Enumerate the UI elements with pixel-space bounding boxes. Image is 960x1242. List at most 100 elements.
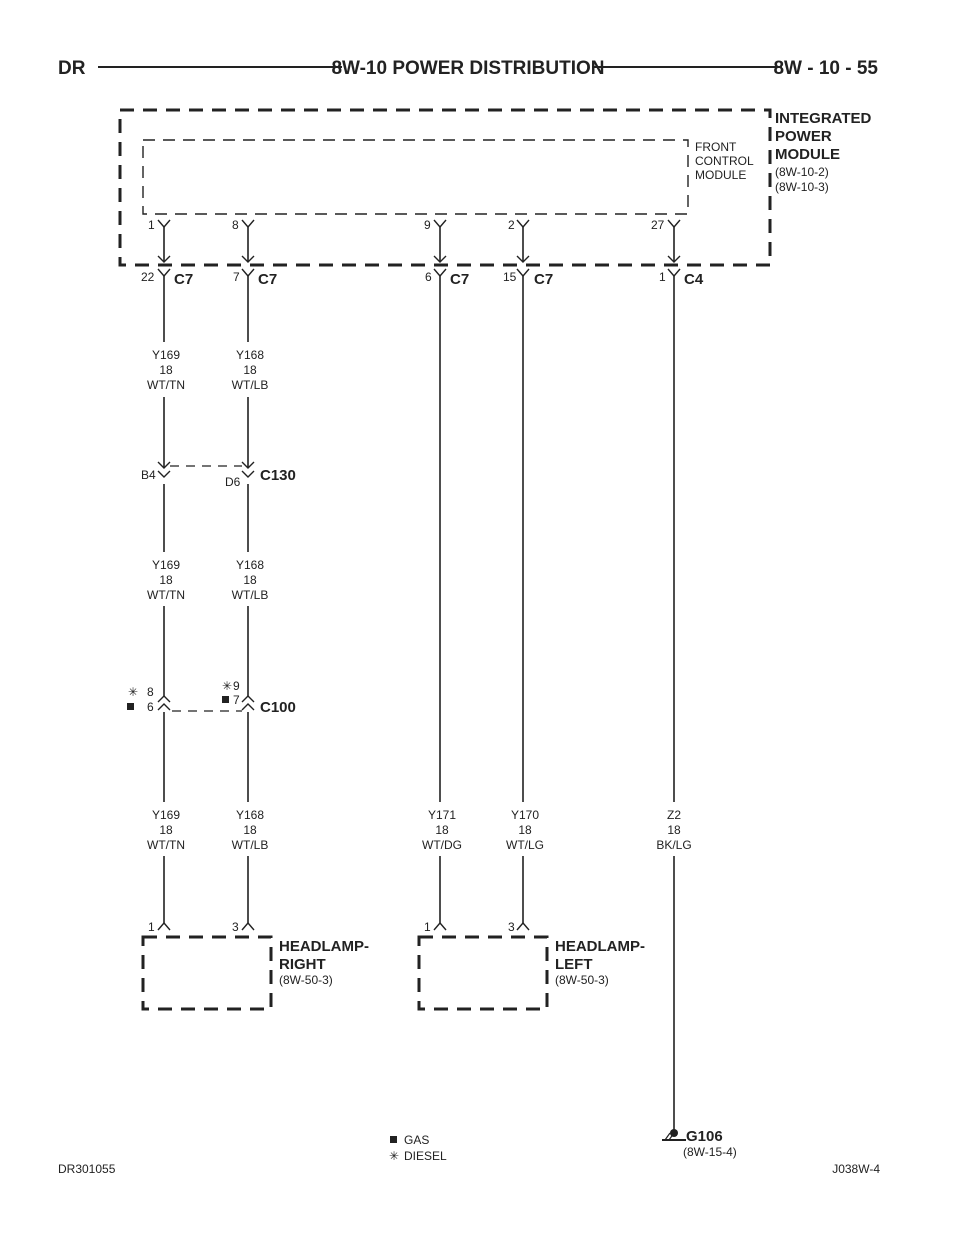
svg-text:18: 18 [159,363,173,377]
svg-text:18: 18 [243,573,257,587]
conn-c7-d: C7 [534,271,553,288]
c100-left-gas-pin: 6 [147,700,154,714]
svg-text:BK/LG: BK/LG [656,838,691,852]
ipm-ref-2: (8W-10-3) [775,180,829,194]
fcm-name-3: MODULE [695,168,746,182]
conn-pin-1: 1 [659,270,666,284]
hl-right-terminal-1 [157,921,171,931]
c130-name: C130 [260,467,296,484]
svg-text:18: 18 [667,823,681,837]
ipm-ref-1: (8W-10-2) [775,165,829,179]
wire-label-y169-mid: Y169 18 WT/TN [147,558,185,602]
headlamp-right-name-2: RIGHT [279,956,326,973]
svg-text:18: 18 [159,573,173,587]
diesel-mark-icon: ✳ [222,679,232,693]
svg-text:18: 18 [159,823,173,837]
fcm-outline [142,139,689,215]
ground-name: G106 [686,1128,723,1145]
svg-text:WT/LB: WT/LB [232,838,269,852]
wire-label-y168-upper: Y168 18 WT/LB [232,348,269,392]
conn-pin-7: 7 [233,270,240,284]
headlamp-left-name-2: LEFT [555,956,593,973]
wire-label-y170: Y170 18 WT/LG [506,808,544,852]
page-title: 8W-10 POWER DISTRIBUTION [331,58,604,79]
fcm-pin-9: 9 [424,218,431,232]
gas-mark-icon [127,703,134,710]
conn-c4: C4 [684,271,704,288]
c100-name: C100 [260,699,296,716]
legend-diesel: DIESEL [404,1149,447,1163]
c100-left-diesel-pin: 8 [147,685,154,699]
svg-text:Y168: Y168 [236,558,264,572]
headlamp-left-name-1: HEADLAMP- [555,938,645,955]
ipm-name-2: POWER [775,128,832,145]
footer-figure-id: DR301055 [58,1162,116,1176]
c100-right-gas-pin: 7 [233,693,240,707]
conn-pin-6: 6 [425,270,432,284]
wire-label-z2: Z2 18 BK/LG [656,808,691,852]
fcm-name-1: FRONT [695,140,737,154]
ground-icon [662,1129,686,1141]
svg-text:Y168: Y168 [236,808,264,822]
hl-left-pin-3: 3 [508,920,515,934]
hl-left-terminal-1 [433,921,447,931]
ground-ref: (8W-15-4) [683,1145,737,1159]
svg-text:18: 18 [243,363,257,377]
c100-connector [157,695,255,712]
header-left: DR [58,58,86,79]
svg-text:18: 18 [243,823,257,837]
svg-text:WT/LB: WT/LB [232,588,269,602]
ipm-outline [118,108,772,267]
conn-c7-c: C7 [450,271,469,288]
footer-code: J038W-4 [832,1162,880,1176]
svg-text:Y169: Y169 [152,348,180,362]
svg-text:WT/TN: WT/TN [147,588,185,602]
svg-text:Y171: Y171 [428,808,456,822]
hl-right-terminal-3 [241,921,255,931]
ipm-name-1: INTEGRATED [775,110,872,127]
c130-pin-d6: D6 [225,475,241,489]
svg-text:WT/DG: WT/DG [422,838,462,852]
fcm-terminals [157,219,681,263]
svg-text:Z2: Z2 [667,808,681,822]
svg-text:Y170: Y170 [511,808,539,822]
svg-text:Y168: Y168 [236,348,264,362]
headlamp-left-ref: (8W-50-3) [555,973,609,987]
hl-right-pin-1: 1 [148,920,155,934]
diesel-mark-icon: ✳ [128,685,138,699]
legend-gas: GAS [404,1133,429,1147]
ipm-name-3: MODULE [775,146,840,163]
hl-left-terminal-3 [516,921,530,931]
svg-text:Y169: Y169 [152,558,180,572]
fcm-pin-1: 1 [148,218,155,232]
svg-text:WT/LB: WT/LB [232,378,269,392]
wire-label-y171: Y171 18 WT/DG [422,808,462,852]
hl-right-pin-3: 3 [232,920,239,934]
headlamp-left-outline [417,935,549,1011]
headlamp-right-name-1: HEADLAMP- [279,938,369,955]
gas-mark-icon [222,696,229,703]
svg-text:WT/TN: WT/TN [147,378,185,392]
svg-text:WT/LG: WT/LG [506,838,544,852]
headlamp-right-outline [141,935,273,1011]
fcm-pin-8: 8 [232,218,239,232]
conn-pin-15: 15 [503,270,517,284]
conn-c7-a: C7 [174,271,193,288]
wire-label-y169-lower: Y169 18 WT/TN [147,808,185,852]
diesel-mark-icon: ✳ [389,1149,399,1163]
fcm-name-2: CONTROL [695,154,754,168]
svg-text:WT/TN: WT/TN [147,838,185,852]
conn-c7-b: C7 [258,271,277,288]
svg-text:18: 18 [435,823,449,837]
gas-mark-icon [390,1136,397,1143]
page-number: 8W - 10 - 55 [773,58,878,79]
svg-text:Y169: Y169 [152,808,180,822]
wire-label-y168-mid: Y168 18 WT/LB [232,558,269,602]
fcm-pin-2: 2 [508,218,515,232]
svg-text:18: 18 [518,823,532,837]
c100-right-diesel-pin: 9 [233,679,240,693]
conn-pin-22: 22 [141,270,155,284]
headlamp-right-ref: (8W-50-3) [279,973,333,987]
c130-pin-b4: B4 [141,468,156,482]
